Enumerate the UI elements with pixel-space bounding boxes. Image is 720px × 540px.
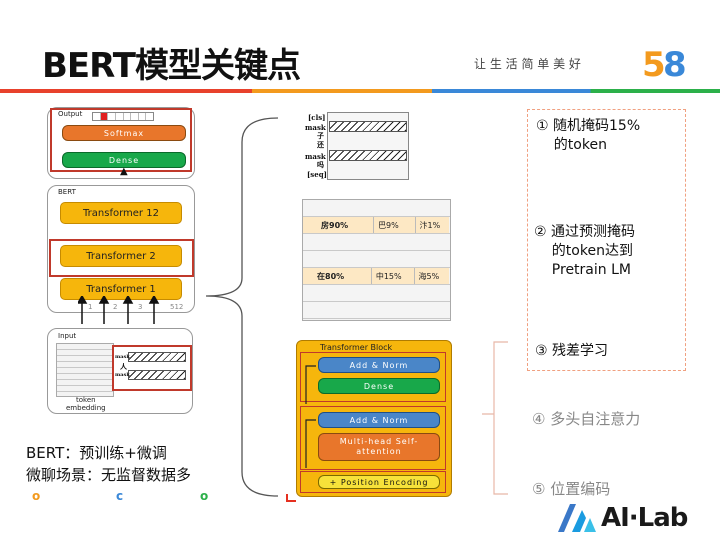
softmax-layer: Softmax [62, 125, 186, 141]
input-highlight-box [112, 345, 192, 391]
svg-text:5: 5 [642, 45, 666, 80]
header-color-bar [0, 89, 720, 93]
transformer-12: Transformer 12 [60, 202, 182, 224]
residual-box-top [300, 352, 446, 402]
add-norm-top: Add & Norm [318, 357, 440, 373]
multi-head-attention: Multi-head Self- attention [318, 433, 440, 461]
output-label: Output [58, 110, 83, 118]
feature-4: ④ 多头自注意力 [532, 410, 641, 428]
weiliao-scenario: 微聊场景：无监督数据多 [26, 466, 192, 484]
position-512: 512 [170, 303, 184, 311]
bert-label: BERT [58, 188, 76, 196]
svg-text:8: 8 [663, 45, 687, 80]
prediction-cell: 巴9% [373, 217, 414, 233]
output-highlight-box [50, 108, 192, 172]
prediction-cell: 海5% [413, 268, 450, 284]
ailab-logo [556, 500, 600, 534]
feature-1: ① 随机掩码15% 的token [536, 118, 641, 153]
residual-arrows [300, 340, 379, 500]
input-token-mask-2: mask [115, 372, 130, 378]
bert-summary: BERT：预训练+微调 [26, 444, 167, 462]
position-2: 2 [113, 303, 118, 311]
mask-row-zi: 子 [317, 131, 324, 140]
mask-row-mask-1: mask [305, 123, 326, 132]
transformer-block-title: Transformer Block [320, 343, 393, 352]
mask-embedding-1 [128, 352, 186, 362]
input-arrows [76, 294, 178, 324]
mask-row-cls: [cls] [308, 113, 326, 122]
prediction-cell: 在80% [317, 271, 345, 281]
dense-layer: Dense [62, 152, 186, 168]
prediction-row-2: 在80% 中15% 海5% [303, 268, 449, 284]
prediction-row-1: 房90% 巴9% 汴1% [303, 217, 449, 233]
prediction-cell: 中15% [370, 268, 414, 284]
block-dense: Dense [318, 378, 440, 394]
mask-row-seq: [seq] [307, 170, 327, 179]
mask-row-mask-2: mask [305, 152, 326, 161]
output-probability-bar [92, 112, 154, 121]
page-title: BERT模型关键点 [42, 46, 301, 86]
feature-3: ③ 残差学习 [535, 343, 609, 359]
input-label: Input [58, 332, 77, 340]
footer-dot-blue: c [116, 489, 124, 503]
residual-box-bottom [300, 406, 446, 470]
transformer-2: Transformer 2 [60, 245, 182, 267]
features-bracket [480, 338, 510, 498]
transformer-2-highlight-box [49, 239, 194, 277]
token-embedding-label: token embedding [66, 396, 106, 412]
up-arrow: ▲ [120, 166, 128, 177]
position-encoding: + Position Encoding [318, 475, 440, 489]
prediction-cell: 汴1% [414, 217, 450, 233]
tagline: 让 生 活 简 单 美 好 [474, 57, 581, 71]
brace [198, 112, 288, 502]
input-token-mask-1: mask [115, 354, 130, 360]
features-box [527, 109, 686, 371]
feature-5: ⑤ 位置编码 [532, 480, 611, 498]
prediction-cell: 房90% [321, 220, 349, 230]
mask-hatch-1 [329, 121, 407, 132]
brand-logo: 5 8 [642, 44, 690, 85]
position-3: 3 [138, 303, 143, 311]
input-token-2: 人 [120, 362, 127, 371]
ailab-text: AI·Lab [601, 503, 688, 533]
footer-dot-orange: o [32, 489, 41, 503]
feature-2: ② 通过预测掩码 的token达到 Pretrain LM [534, 224, 636, 278]
block-bottom-marker [286, 494, 296, 502]
embedding-grid [56, 343, 114, 397]
mask-embedding-2 [128, 370, 186, 380]
position-1: 1 [88, 303, 93, 311]
position-box [300, 471, 446, 493]
mask-row-ma: 吗 [317, 160, 324, 169]
footer-dot-green: o [200, 489, 209, 503]
mask-row-hai: 还 [317, 140, 324, 149]
add-norm-bottom: Add & Norm [318, 412, 440, 428]
transformer-1: Transformer 1 [60, 278, 182, 300]
mask-hatch-2 [329, 150, 407, 161]
